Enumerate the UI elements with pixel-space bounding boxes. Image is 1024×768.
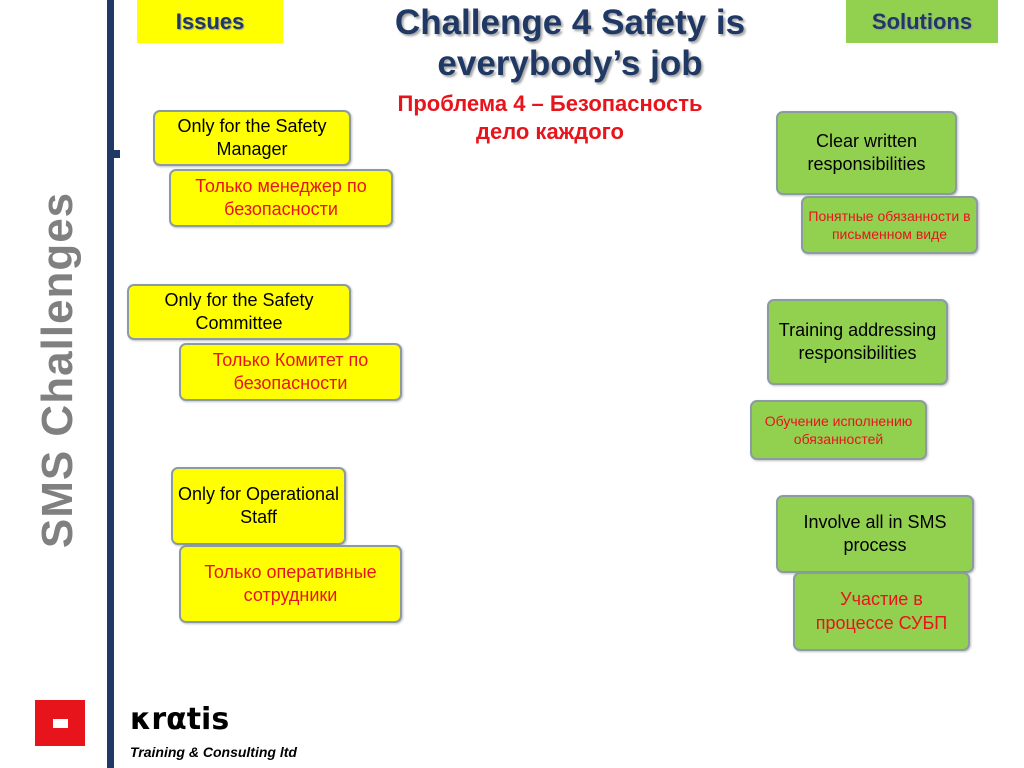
logo-square-icon: [35, 700, 85, 746]
solution-3-russian: Участие в процессе СУБП: [793, 572, 970, 651]
title-line-1: Challenge 4 Safety is: [394, 3, 746, 42]
subtitle-line-2: дело каждого: [476, 118, 624, 144]
company-tagline: Training & Consulting ltd: [130, 744, 297, 760]
issues-label: Issues: [137, 0, 283, 43]
solution-1-russian: Понятные обязанности в письменном виде: [801, 196, 978, 254]
subtitle-line-1: Проблема 4 – Безопасность: [397, 91, 703, 116]
solution-2-russian: Обучение исполнению обязанностей: [750, 400, 927, 460]
issue-2-russian: Только Комитет по безопасности: [179, 343, 402, 401]
slide-title: Challenge 4 Safety is everybody’s job: [320, 2, 820, 85]
issue-2-english: Only for the Safety Committee: [127, 284, 351, 340]
solution-3-english: Involve all in SMS process: [776, 495, 974, 573]
side-title: SMS Challenges: [33, 191, 82, 549]
solution-1-english: Clear written responsibilities: [776, 111, 957, 195]
title-line-2: everybody’s job: [437, 44, 703, 84]
solutions-label: Solutions: [846, 0, 998, 43]
slide-subtitle-russian: Проблема 4 – Безопасность дело каждого: [330, 90, 770, 145]
vertical-divider: [107, 0, 114, 768]
issue-1-russian: Только менеджер по безопасности: [169, 169, 393, 227]
issue-3-russian: Только оперативные сотрудники: [179, 545, 402, 623]
company-brand: κrαtis: [130, 702, 230, 737]
issue-1-english: Only for the Safety Manager: [153, 110, 351, 166]
divider-mark: [114, 150, 120, 158]
solution-2-english: Training addressing responsibilities: [767, 299, 948, 385]
issue-3-english: Only for Operational Staff: [171, 467, 346, 545]
